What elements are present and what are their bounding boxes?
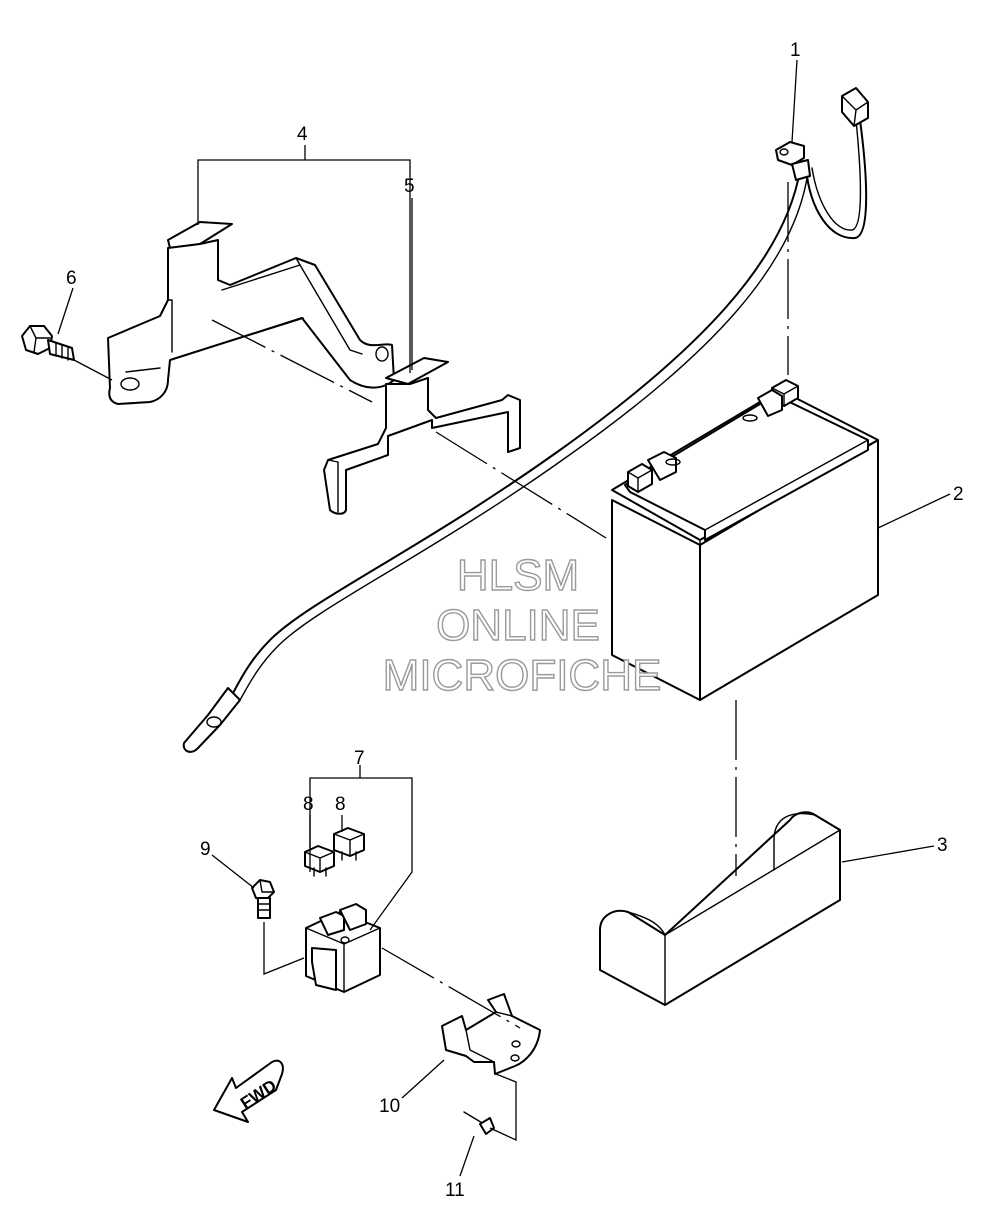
- callout-9: 9: [200, 839, 211, 860]
- bracket-part-4[interactable]: [107, 221, 395, 405]
- bracket-part-5[interactable]: [323, 357, 521, 515]
- fwd-arrow-icon: FWD: [213, 1059, 284, 1123]
- callout-8a: 8: [303, 794, 314, 815]
- battery-cover-part-3[interactable]: [599, 811, 841, 1006]
- bolt-part-6[interactable]: [21, 325, 75, 361]
- callout-7: 7: [354, 748, 365, 769]
- watermark-line3: MICROFICHE: [383, 651, 662, 700]
- assembly-lines: [73, 182, 789, 1142]
- callout-3: 3: [937, 835, 948, 856]
- rivet-part-11[interactable]: [463, 1111, 495, 1135]
- callout-1: 1: [790, 40, 801, 61]
- callout-8b: 8: [335, 794, 346, 815]
- fuse-part-8a[interactable]: [304, 845, 335, 877]
- callout-2: 2: [953, 484, 964, 505]
- fuse-part-8b[interactable]: [333, 827, 365, 861]
- battery-part-2[interactable]: [611, 379, 879, 701]
- starter-relay-part-7[interactable]: [305, 903, 381, 993]
- callout-11: 11: [445, 1180, 465, 1201]
- watermark: HLSM ONLINE MICROFICHE: [382, 550, 662, 700]
- watermark-line1: HLSM: [457, 551, 579, 600]
- callout-4: 4: [297, 124, 308, 145]
- callout-5: 5: [404, 176, 415, 197]
- relay-bracket-part-10[interactable]: [441, 993, 541, 1075]
- callout-leaders: [57, 59, 951, 1177]
- bolt-part-9[interactable]: [251, 879, 275, 919]
- callout-10: 10: [379, 1096, 400, 1117]
- watermark-line2: ONLINE: [436, 601, 600, 650]
- callout-6: 6: [66, 268, 77, 289]
